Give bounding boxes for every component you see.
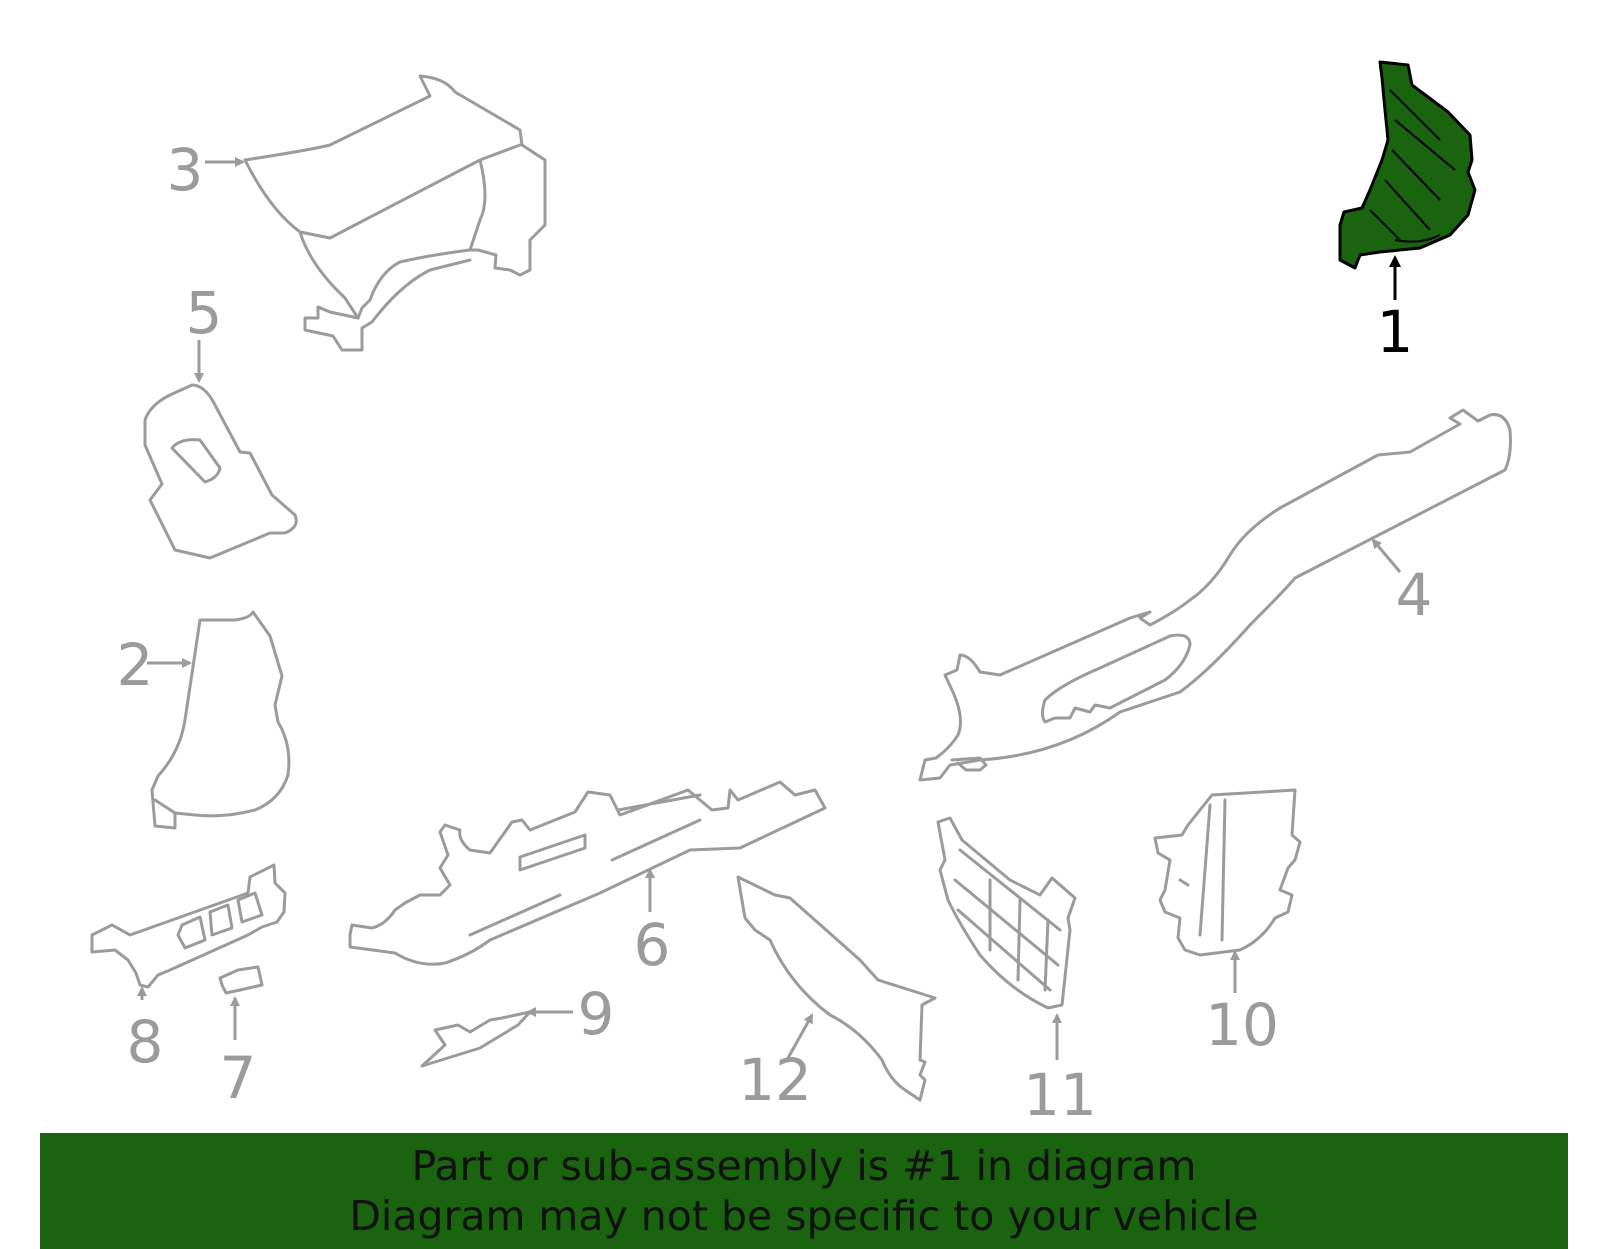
callout-8: 8 — [127, 1008, 164, 1076]
part-12[interactable] — [736, 875, 937, 1102]
info-banner: Part or sub-assembly is #1 in diagram Di… — [40, 1133, 1568, 1249]
banner-line-2: Diagram may not be specific to your vehi… — [349, 1192, 1259, 1240]
callout-2: 2 — [117, 631, 154, 699]
part-7[interactable] — [218, 965, 264, 995]
part-4[interactable] — [918, 408, 1512, 782]
callout-5: 5 — [186, 279, 223, 347]
part-10[interactable] — [1153, 788, 1302, 957]
callout-arrow-4 — [1371, 538, 1402, 573]
callout-arrow-12 — [786, 1013, 814, 1059]
callout-9: 9 — [578, 980, 615, 1048]
callout-10: 10 — [1205, 991, 1279, 1059]
callout-12: 12 — [738, 1046, 812, 1114]
part-1-highlighted[interactable] — [1338, 60, 1477, 270]
part-8[interactable] — [90, 863, 287, 989]
part-3[interactable] — [243, 74, 547, 352]
callout-4: 4 — [1396, 561, 1433, 629]
part-5[interactable] — [143, 383, 298, 560]
callout-7: 7 — [220, 1044, 257, 1112]
part-9[interactable] — [420, 1010, 532, 1068]
banner-line-1: Part or sub-assembly is #1 in diagram — [411, 1142, 1197, 1190]
callout-3: 3 — [167, 136, 204, 204]
part-11[interactable] — [936, 816, 1077, 1010]
callout-6: 6 — [634, 911, 671, 979]
callout-11: 11 — [1023, 1061, 1097, 1129]
callout-1: 1 — [1377, 298, 1414, 366]
part-2[interactable] — [150, 610, 291, 830]
part-6[interactable] — [348, 780, 827, 966]
